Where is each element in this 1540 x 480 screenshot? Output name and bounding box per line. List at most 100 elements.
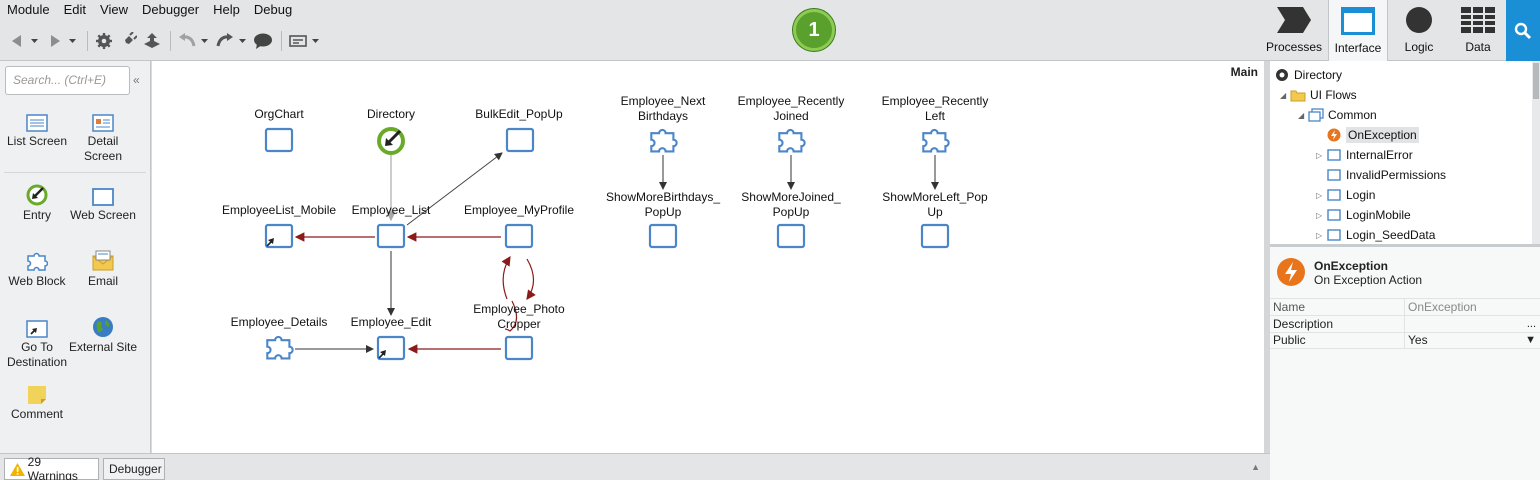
palette-go-to-destination[interactable]: Go To Destination <box>2 314 72 370</box>
toolbar-divider <box>87 31 88 51</box>
web-screen-icon <box>504 223 534 249</box>
palette-external-site[interactable]: External Site <box>68 314 138 355</box>
tree-item-internalerror[interactable]: ▷ InternalError <box>1316 145 1413 165</box>
ellipsis-icon[interactable]: ... <box>1526 317 1536 330</box>
plug-icon[interactable] <box>117 30 139 52</box>
expand-triangle-icon[interactable]: ▷ <box>1316 150 1323 160</box>
flow-node-showmorebirthdays-popup[interactable]: ShowMoreBirthdays_ PopUp <box>593 190 733 252</box>
palette-email[interactable]: Email <box>68 248 138 289</box>
node-label: EmployeeList_Mobile <box>221 203 337 217</box>
tree-item-invalidpermissions[interactable]: InvalidPermissions <box>1326 165 1446 185</box>
palette-list-screen[interactable]: List Screen <box>2 108 72 149</box>
node-label: Employee_Details <box>230 315 328 329</box>
properties-table: Name OnException Description ... Public … <box>1270 298 1540 349</box>
tree-label: OnException <box>1346 127 1419 143</box>
flow-node-bulkedit-popup[interactable]: BulkEdit_PopUp <box>469 107 569 155</box>
forward-icon[interactable] <box>44 30 66 52</box>
tab-interface[interactable]: Interface <box>1328 0 1388 62</box>
gear-icon[interactable] <box>93 30 115 52</box>
tab-interface-label: Interface <box>1334 41 1382 55</box>
node-label: Employee_Photo Cropper <box>473 302 565 331</box>
screen-template-icon[interactable] <box>287 30 309 52</box>
publish-icon[interactable] <box>141 30 163 52</box>
panel-splitter[interactable] <box>1270 244 1540 247</box>
property-public-select[interactable]: Yes▼ <box>1408 333 1536 347</box>
expand-panel-icon[interactable]: ▲ <box>1251 462 1260 472</box>
palette-web-block[interactable]: Web Block <box>2 248 72 289</box>
expand-triangle-icon[interactable]: ▷ <box>1316 190 1323 200</box>
menu-debug[interactable]: Debug <box>253 2 293 17</box>
tree-item-onexception[interactable]: OnException <box>1326 125 1419 145</box>
palette-web-block-label: Web Block <box>8 274 66 288</box>
scrollbar-thumb[interactable] <box>1533 63 1539 99</box>
flow-node-employee-recently-joined[interactable]: Employee_Recently Joined <box>731 94 851 156</box>
status-badge[interactable]: 1 <box>793 9 835 51</box>
tab-logic[interactable]: Logic <box>1388 0 1450 61</box>
flow-node-showmorejoined-popup[interactable]: ShowMoreJoined_ PopUp <box>726 190 856 252</box>
redo-dropdown-icon[interactable] <box>238 30 246 52</box>
tree-item-login[interactable]: ▷ Login <box>1316 185 1375 205</box>
web-screen-icon <box>648 223 678 249</box>
redo-icon[interactable] <box>214 30 236 52</box>
flow-node-employee-myprofile[interactable]: Employee_MyProfile <box>459 203 579 251</box>
flow-canvas[interactable]: Main OrgChart Directory <box>152 61 1264 453</box>
flow-node-employee-edit[interactable]: Employee_Edit <box>341 315 441 363</box>
properties-title: OnException <box>1314 259 1389 273</box>
tab-data[interactable]: Data <box>1450 0 1506 61</box>
search-button[interactable] <box>1506 0 1540 61</box>
collapse-triangle-icon[interactable]: ◢ <box>1298 110 1305 120</box>
go-to-destination-icon <box>264 223 294 249</box>
back-dropdown-icon[interactable] <box>30 30 38 52</box>
tab-processes[interactable]: Processes <box>1260 0 1328 61</box>
tab-debugger[interactable]: Debugger <box>103 458 165 480</box>
property-description-value[interactable]: ... <box>1405 316 1540 333</box>
tree-scrollbar[interactable] <box>1532 61 1540 244</box>
flow-node-orgchart[interactable]: OrgChart <box>229 107 329 155</box>
undo-dropdown-icon[interactable] <box>200 30 208 52</box>
tree-item-directory[interactable]: Directory <box>1274 65 1342 85</box>
flow-node-employee-list[interactable]: Employee_List <box>341 203 441 251</box>
menu-edit[interactable]: Edit <box>63 2 87 17</box>
web-screen-icon <box>920 223 950 249</box>
undo-icon[interactable] <box>176 30 198 52</box>
property-name-value[interactable]: OnException <box>1408 299 1477 314</box>
screen-template-dropdown-icon[interactable] <box>311 30 319 52</box>
tree-label: InternalError <box>1346 148 1413 162</box>
menu-module[interactable]: Module <box>7 2 50 17</box>
web-screen-icon <box>68 182 138 206</box>
menu-view[interactable]: View <box>100 2 128 17</box>
property-key: Name <box>1270 298 1405 316</box>
dropdown-arrow-icon[interactable]: ▼ <box>1525 334 1536 346</box>
menu-help[interactable]: Help <box>213 2 240 17</box>
palette-comment[interactable]: Comment <box>2 381 72 422</box>
expand-triangle-icon[interactable]: ▷ <box>1316 230 1323 240</box>
tree-item-login-seeddata[interactable]: ▷ Login_SeedData <box>1316 225 1435 245</box>
tab-warnings[interactable]: 29 Warnings <box>4 455 99 480</box>
flow-node-directory[interactable]: Directory <box>341 107 441 155</box>
collapse-panel-icon[interactable]: « <box>133 73 140 87</box>
widget-palette: Search... (Ctrl+E) « List Screen Detail … <box>0 61 151 453</box>
palette-entry[interactable]: Entry <box>2 182 72 223</box>
sticky-note-icon <box>2 381 72 405</box>
palette-detail-screen[interactable]: Detail Screen <box>68 108 138 164</box>
flow-node-employee-recently-left[interactable]: Employee_Recently Left <box>875 94 995 156</box>
forward-dropdown-icon[interactable] <box>68 30 76 52</box>
menu-debugger[interactable]: Debugger <box>142 2 200 17</box>
canvas-scrollbar[interactable] <box>1264 61 1270 453</box>
flow-node-employee-photo-cropper[interactable]: Employee_Photo Cropper <box>464 302 574 364</box>
flow-node-employee-details[interactable]: Employee_Details <box>219 315 339 363</box>
palette-search-input[interactable]: Search... (Ctrl+E) <box>5 66 130 95</box>
tree-item-ui-flows[interactable]: ◢ UI Flows <box>1280 85 1357 105</box>
palette-web-screen[interactable]: Web Screen <box>68 182 138 223</box>
flow-node-employee-next-birthdays[interactable]: Employee_Next Birthdays <box>603 94 723 156</box>
node-label: ShowMoreJoined_ PopUp <box>741 190 841 219</box>
expand-triangle-icon[interactable]: ▷ <box>1316 210 1323 220</box>
property-row-name: Name OnException <box>1270 298 1540 316</box>
tree-item-common[interactable]: ◢ Common <box>1298 105 1377 125</box>
flow-node-showmoreleft-popup[interactable]: ShowMoreLeft_Pop Up <box>870 190 1000 252</box>
collapse-triangle-icon[interactable]: ◢ <box>1280 90 1287 100</box>
flow-node-employeelist-mobile[interactable]: EmployeeList_Mobile <box>219 203 339 251</box>
back-icon[interactable] <box>6 30 28 52</box>
tree-item-loginmobile[interactable]: ▷ LoginMobile <box>1316 205 1411 225</box>
comment-bubble-icon[interactable] <box>252 30 274 52</box>
